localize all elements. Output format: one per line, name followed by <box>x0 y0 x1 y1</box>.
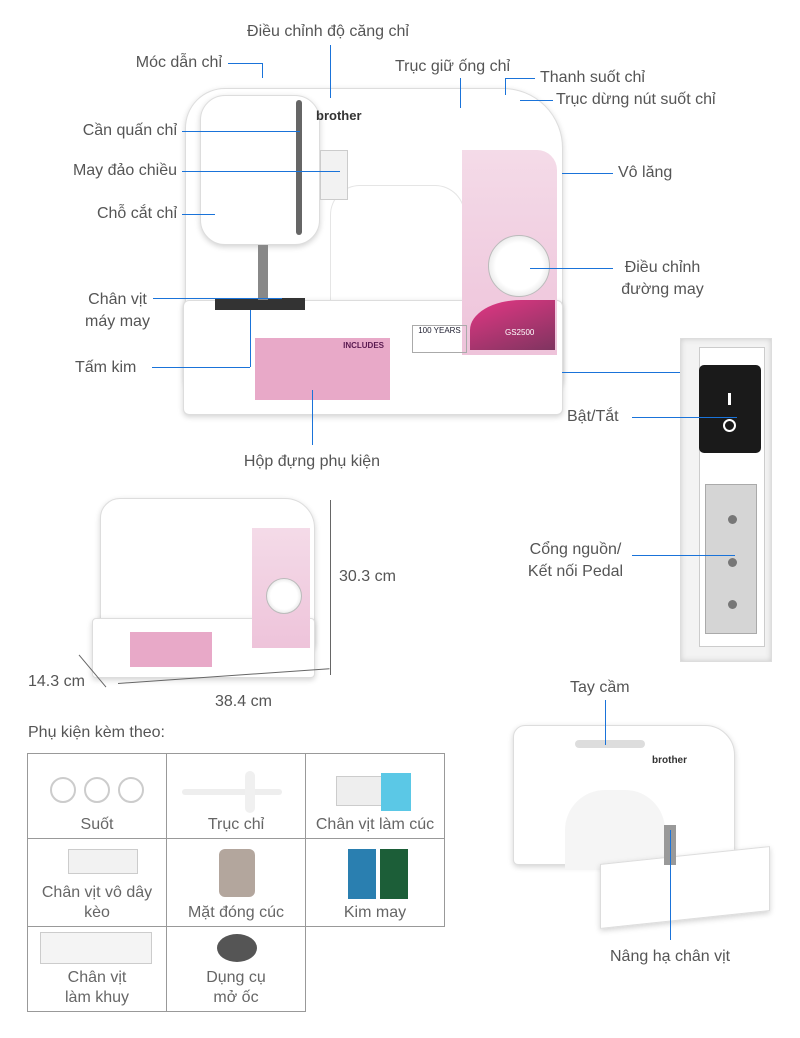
presser-foot-icon <box>306 771 444 811</box>
label-stitch-dial: Điều chỉnh đường may <box>605 257 720 301</box>
model-label: GS2500 <box>505 328 535 337</box>
switch-panel <box>680 338 772 662</box>
label-line: Điều chỉnh <box>624 259 701 276</box>
label-presser-lift: Nâng hạ chân vịt <box>610 948 731 965</box>
accessory-label: Kim may <box>343 904 407 921</box>
label-spool-pin: Trục giữ ống chỉ <box>395 58 511 75</box>
accessories-title: Phụ kiện kèm theo: <box>28 724 165 741</box>
accessory-label: Mặt đóng cúc <box>187 904 285 921</box>
accessory-buttonhole-foot: Chân vịt làm khuy <box>27 926 167 1012</box>
label-power-switch: Bật/Tắt <box>567 408 619 425</box>
label-handwheel: Vô lăng <box>618 164 673 181</box>
label-presser-foot: Chân vịt máy may <box>70 289 165 333</box>
screwdriver-icon <box>167 934 305 964</box>
accessory-screwdriver: Dụng cụ mở ốc <box>166 926 306 1012</box>
label-line: Chân vịt <box>88 291 147 308</box>
label-line: Cổng nguồn/ <box>529 541 622 558</box>
needles-icon <box>306 849 444 899</box>
label-handle: Tay cầm <box>570 679 630 696</box>
label-take-up-lever: Cần quấn chỉ <box>82 122 177 139</box>
accessory-label: Chân vịt vô dây kèo <box>41 884 153 921</box>
label-tension: Điều chỉnh độ căng chỉ <box>247 23 409 40</box>
accessory-button-foot: Chân vịt làm cúc <box>305 753 445 839</box>
accessory-label: Chân vịt làm khuy <box>64 969 130 1006</box>
button-plate-icon <box>167 849 305 899</box>
accessory-label: Trục chỉ <box>207 816 265 833</box>
label-needle-plate: Tấm kim <box>75 359 137 376</box>
panel-text: INCLUDES <box>343 341 384 350</box>
accessory-label: Chân vịt làm cúc <box>315 816 435 833</box>
power-port <box>705 484 757 634</box>
label-thread-cutter: Chỗ cắt chỉ <box>96 205 177 222</box>
accessory-spool-pin: Trục chỉ <box>166 753 306 839</box>
feature-panel: INCLUDES <box>255 338 390 400</box>
stitch-dial[interactable] <box>488 235 550 297</box>
label-bobbin-stopper: Trục dừng nút suốt chỉ <box>556 91 716 108</box>
accessory-label: Suốt <box>80 816 114 833</box>
empty-cell <box>306 927 445 1012</box>
spool-pin-icon <box>167 771 305 813</box>
handle[interactable] <box>575 740 645 748</box>
label-power-port: Cổng nguồn/Kết nối Pedal <box>518 539 633 583</box>
buttonhole-foot-icon <box>28 932 166 964</box>
accessory-zipper-foot: Chân vịt vô dây kèo <box>27 838 167 927</box>
badge-text: 100 YEARS <box>418 326 461 335</box>
dimension-height: 30.3 cm <box>339 568 396 585</box>
bobbin-icon <box>28 771 166 811</box>
label-line: máy may <box>85 313 150 330</box>
accessories-table: Suốt Trục chỉ Chân vịt làm cúc Chân vịt … <box>27 753 445 1012</box>
label-reverse: May đảo chiều <box>72 162 177 179</box>
label-line: đường may <box>621 281 704 298</box>
power-switch[interactable] <box>699 365 761 453</box>
accessory-bobbins: Suốt <box>27 753 167 839</box>
label-bobbin-winder: Thanh suốt chỉ <box>540 69 645 86</box>
label-accessory-box: Hộp đựng phụ kiện <box>243 453 381 470</box>
label-line: Kết nối Pedal <box>527 563 624 580</box>
accessory-label: Dụng cụ mở ốc <box>206 969 266 1006</box>
dimension-width: 38.4 cm <box>215 693 272 710</box>
brand-logo-back: brother <box>652 755 687 766</box>
accessory-button-plate: Mặt đóng cúc <box>166 838 306 927</box>
accessory-needles: Kim may <box>305 838 445 927</box>
brand-logo: brother <box>316 108 362 123</box>
dimension-depth: 14.3 cm <box>28 673 85 690</box>
label-thread-guide: Móc dẫn chỉ <box>135 54 222 71</box>
zipper-foot-icon <box>28 839 166 879</box>
